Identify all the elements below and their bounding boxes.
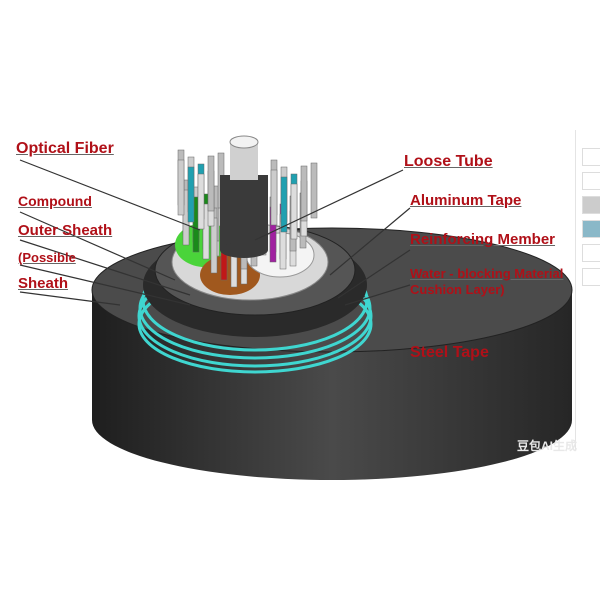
label-loose-tube: Loose Tube [404,153,493,170]
label-compound: Compound [18,193,92,209]
fiber-rod [270,169,278,226]
panel-slot[interactable] [582,172,600,190]
fiber-rod [207,155,215,212]
label-aluminum-tape: Aluminum Tape [410,192,522,209]
fiber-rod [197,173,205,230]
fiber-rod [202,203,210,260]
fiber-rod [177,159,185,216]
panel-slot[interactable] [582,196,600,214]
label-outer-sheath: Outer Sheath [18,222,113,239]
fiber-rod [280,176,288,233]
leader-lines [19,159,411,306]
panel-slot[interactable] [582,220,600,238]
label-steel-tape: Steel Tape [410,344,489,361]
canvas-edge [575,130,576,450]
label-reinforcing-member: Reinforcing Member [410,231,556,248]
label-cushion-layer: Cushion Layer) [410,282,505,297]
label-water-blocking: Water - blocking Material [410,266,564,281]
watermark: 豆包AI生成 [517,439,578,453]
panel-slot[interactable] [582,148,600,166]
fiber-rod [187,166,195,223]
label-sheath: Sheath [18,275,69,292]
panel-slot[interactable] [582,268,600,286]
side-panel [582,148,600,292]
fiber-rod [290,183,298,240]
fiber-rod [300,165,308,222]
label-possible: (Possible [18,250,76,265]
reinforcing-member [220,135,268,258]
label-optical-fiber: Optical Fiber [16,140,114,157]
panel-slot[interactable] [582,244,600,262]
fiber-rod [310,162,318,219]
